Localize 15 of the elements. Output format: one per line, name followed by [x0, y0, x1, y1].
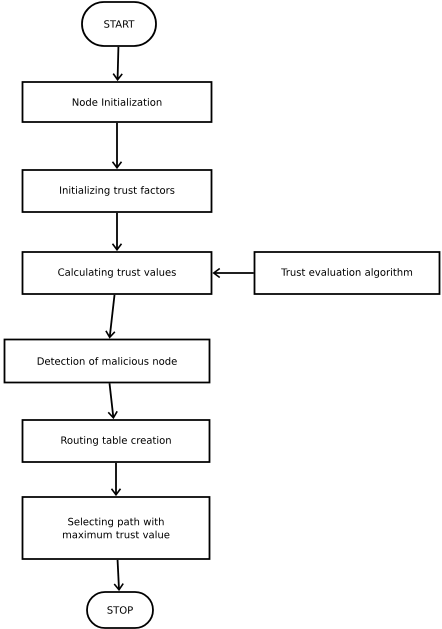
process-box: Calculating trust values: [22, 251, 212, 295]
process-box: Initializing trust factors: [22, 169, 212, 213]
process-box: Selecting path with maximum trust value: [22, 496, 210, 560]
process-box: Routing table creation: [22, 419, 210, 463]
arrow: [112, 212, 122, 252]
process-box: Node Initialization: [22, 81, 212, 123]
process-box: Detection of malicious node: [4, 338, 210, 384]
process-box: Trust evaluation algorithm: [254, 251, 440, 295]
arrow: [108, 383, 118, 420]
arrow: [212, 268, 254, 278]
arrow: [112, 122, 122, 170]
arrow: [114, 560, 124, 592]
arrow: [112, 46, 123, 82]
arrow: [110, 462, 122, 496]
arrow: [105, 294, 116, 339]
